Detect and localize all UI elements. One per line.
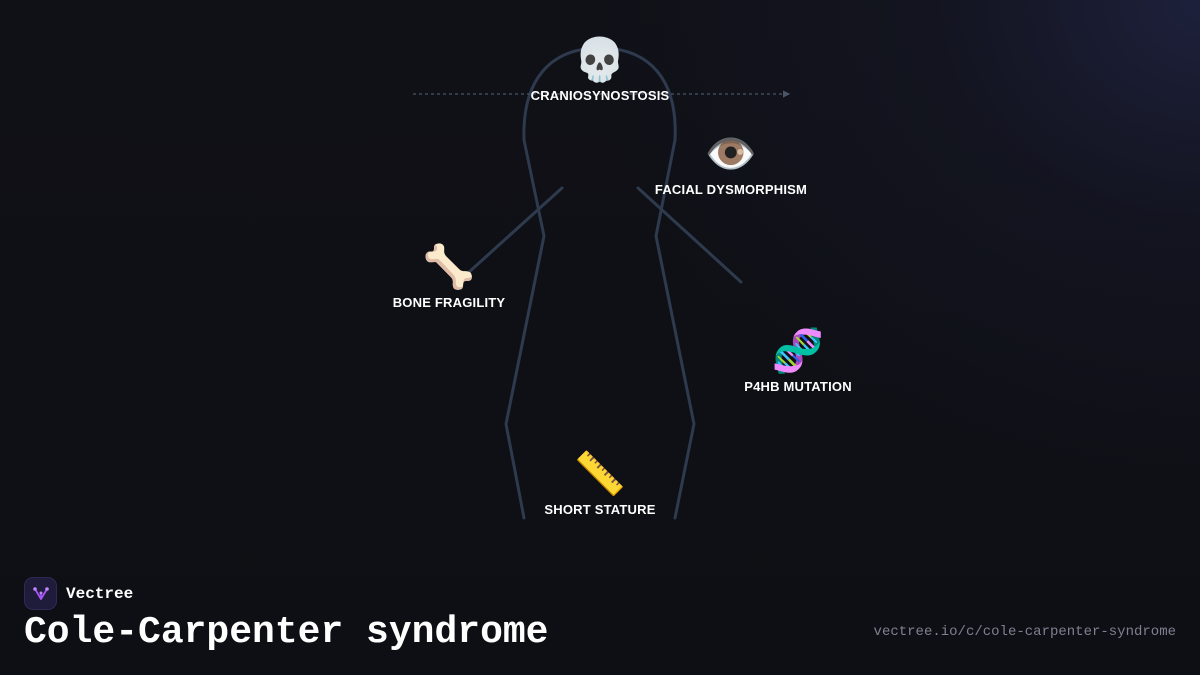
symptom-bone-fragility: 🦴 BONE FRAGILITY <box>393 243 506 310</box>
symptom-label: FACIAL DYSMORPHISM <box>654 182 808 197</box>
right-arm <box>636 186 743 284</box>
bone-icon: 🦴 <box>422 243 476 290</box>
symptom-label: SHORT STATURE <box>544 502 656 517</box>
body-outline <box>504 46 696 520</box>
symptom-craniosynostosis: 💀 CRANIOSYNOSTOSIS <box>531 36 670 103</box>
symptom-label: BONE FRAGILITY <box>392 295 506 310</box>
symptom-label: P4HB MUTATION <box>744 379 852 394</box>
vectree-logo-icon <box>24 577 57 610</box>
symptom-short-stature: 📏 SHORT STATURE <box>544 450 655 517</box>
eye-icon: 👁️ <box>704 130 758 177</box>
symptom-p4hb-mutation: 🧬 P4HB MUTATION <box>744 327 852 394</box>
left-arm <box>456 186 564 284</box>
dna-icon: 🧬 <box>771 327 825 374</box>
symptom-facial-dysmorphism: 👁️ FACIAL DYSMORPHISM <box>655 130 807 197</box>
brand[interactable]: Vectree <box>24 577 133 610</box>
page-title: Cole-Carpenter syndrome <box>24 611 549 654</box>
page-url[interactable]: vectree.io/c/cole-carpenter-syndrome <box>873 624 1176 640</box>
brand-name: Vectree <box>66 584 134 603</box>
symptom-label: CRANIOSYNOSTOSIS <box>530 88 670 103</box>
skull-icon: 💀 <box>573 36 627 83</box>
ruler-icon: 📏 <box>573 450 627 497</box>
